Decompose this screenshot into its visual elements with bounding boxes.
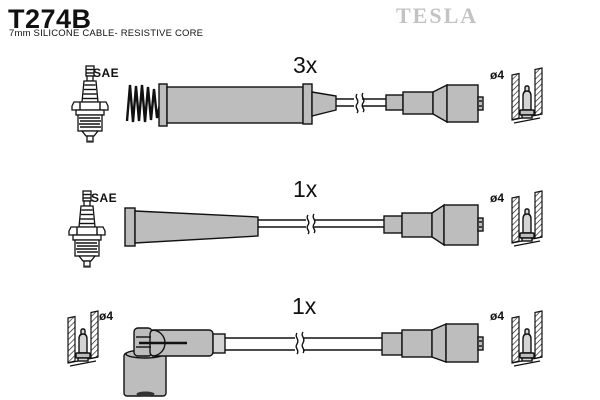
row2-quantity-label: 1x <box>293 176 318 202</box>
row2-socket-icon <box>511 190 543 247</box>
row2-sae-label: SAE <box>91 191 118 205</box>
angled-boot-vertical <box>123 352 167 397</box>
row3-socket-icon-left <box>67 310 99 367</box>
row1-quantity-label: 3x <box>293 52 318 78</box>
row1-socket-icon <box>511 67 543 124</box>
row2-diameter-label: ø4 <box>490 191 505 205</box>
row3-quantity-label: 1x <box>292 293 317 319</box>
part-number: T274B <box>8 4 92 34</box>
row3-socket-icon-right <box>511 310 543 367</box>
row3-diameter-label-left: ø4 <box>99 309 114 323</box>
tesla-brand-logo: TESLA <box>396 3 479 28</box>
spring-terminal-icon <box>125 84 162 123</box>
cable-break-mark <box>306 214 310 235</box>
row1-cable-assembly <box>125 83 484 127</box>
cable-spec-subtitle: 7mm SILICONE CABLE- RESISTIVE CORE <box>9 28 204 39</box>
row1-sae-label: SAE <box>93 66 120 80</box>
row1-diameter-label: ø4 <box>490 68 505 82</box>
cable-break-mark <box>295 332 299 355</box>
row3-cable-assembly <box>123 322 484 397</box>
row2-cable-assembly <box>124 203 484 247</box>
row3-diameter-label-right: ø4 <box>490 309 505 323</box>
cable-break-mark <box>355 93 359 114</box>
